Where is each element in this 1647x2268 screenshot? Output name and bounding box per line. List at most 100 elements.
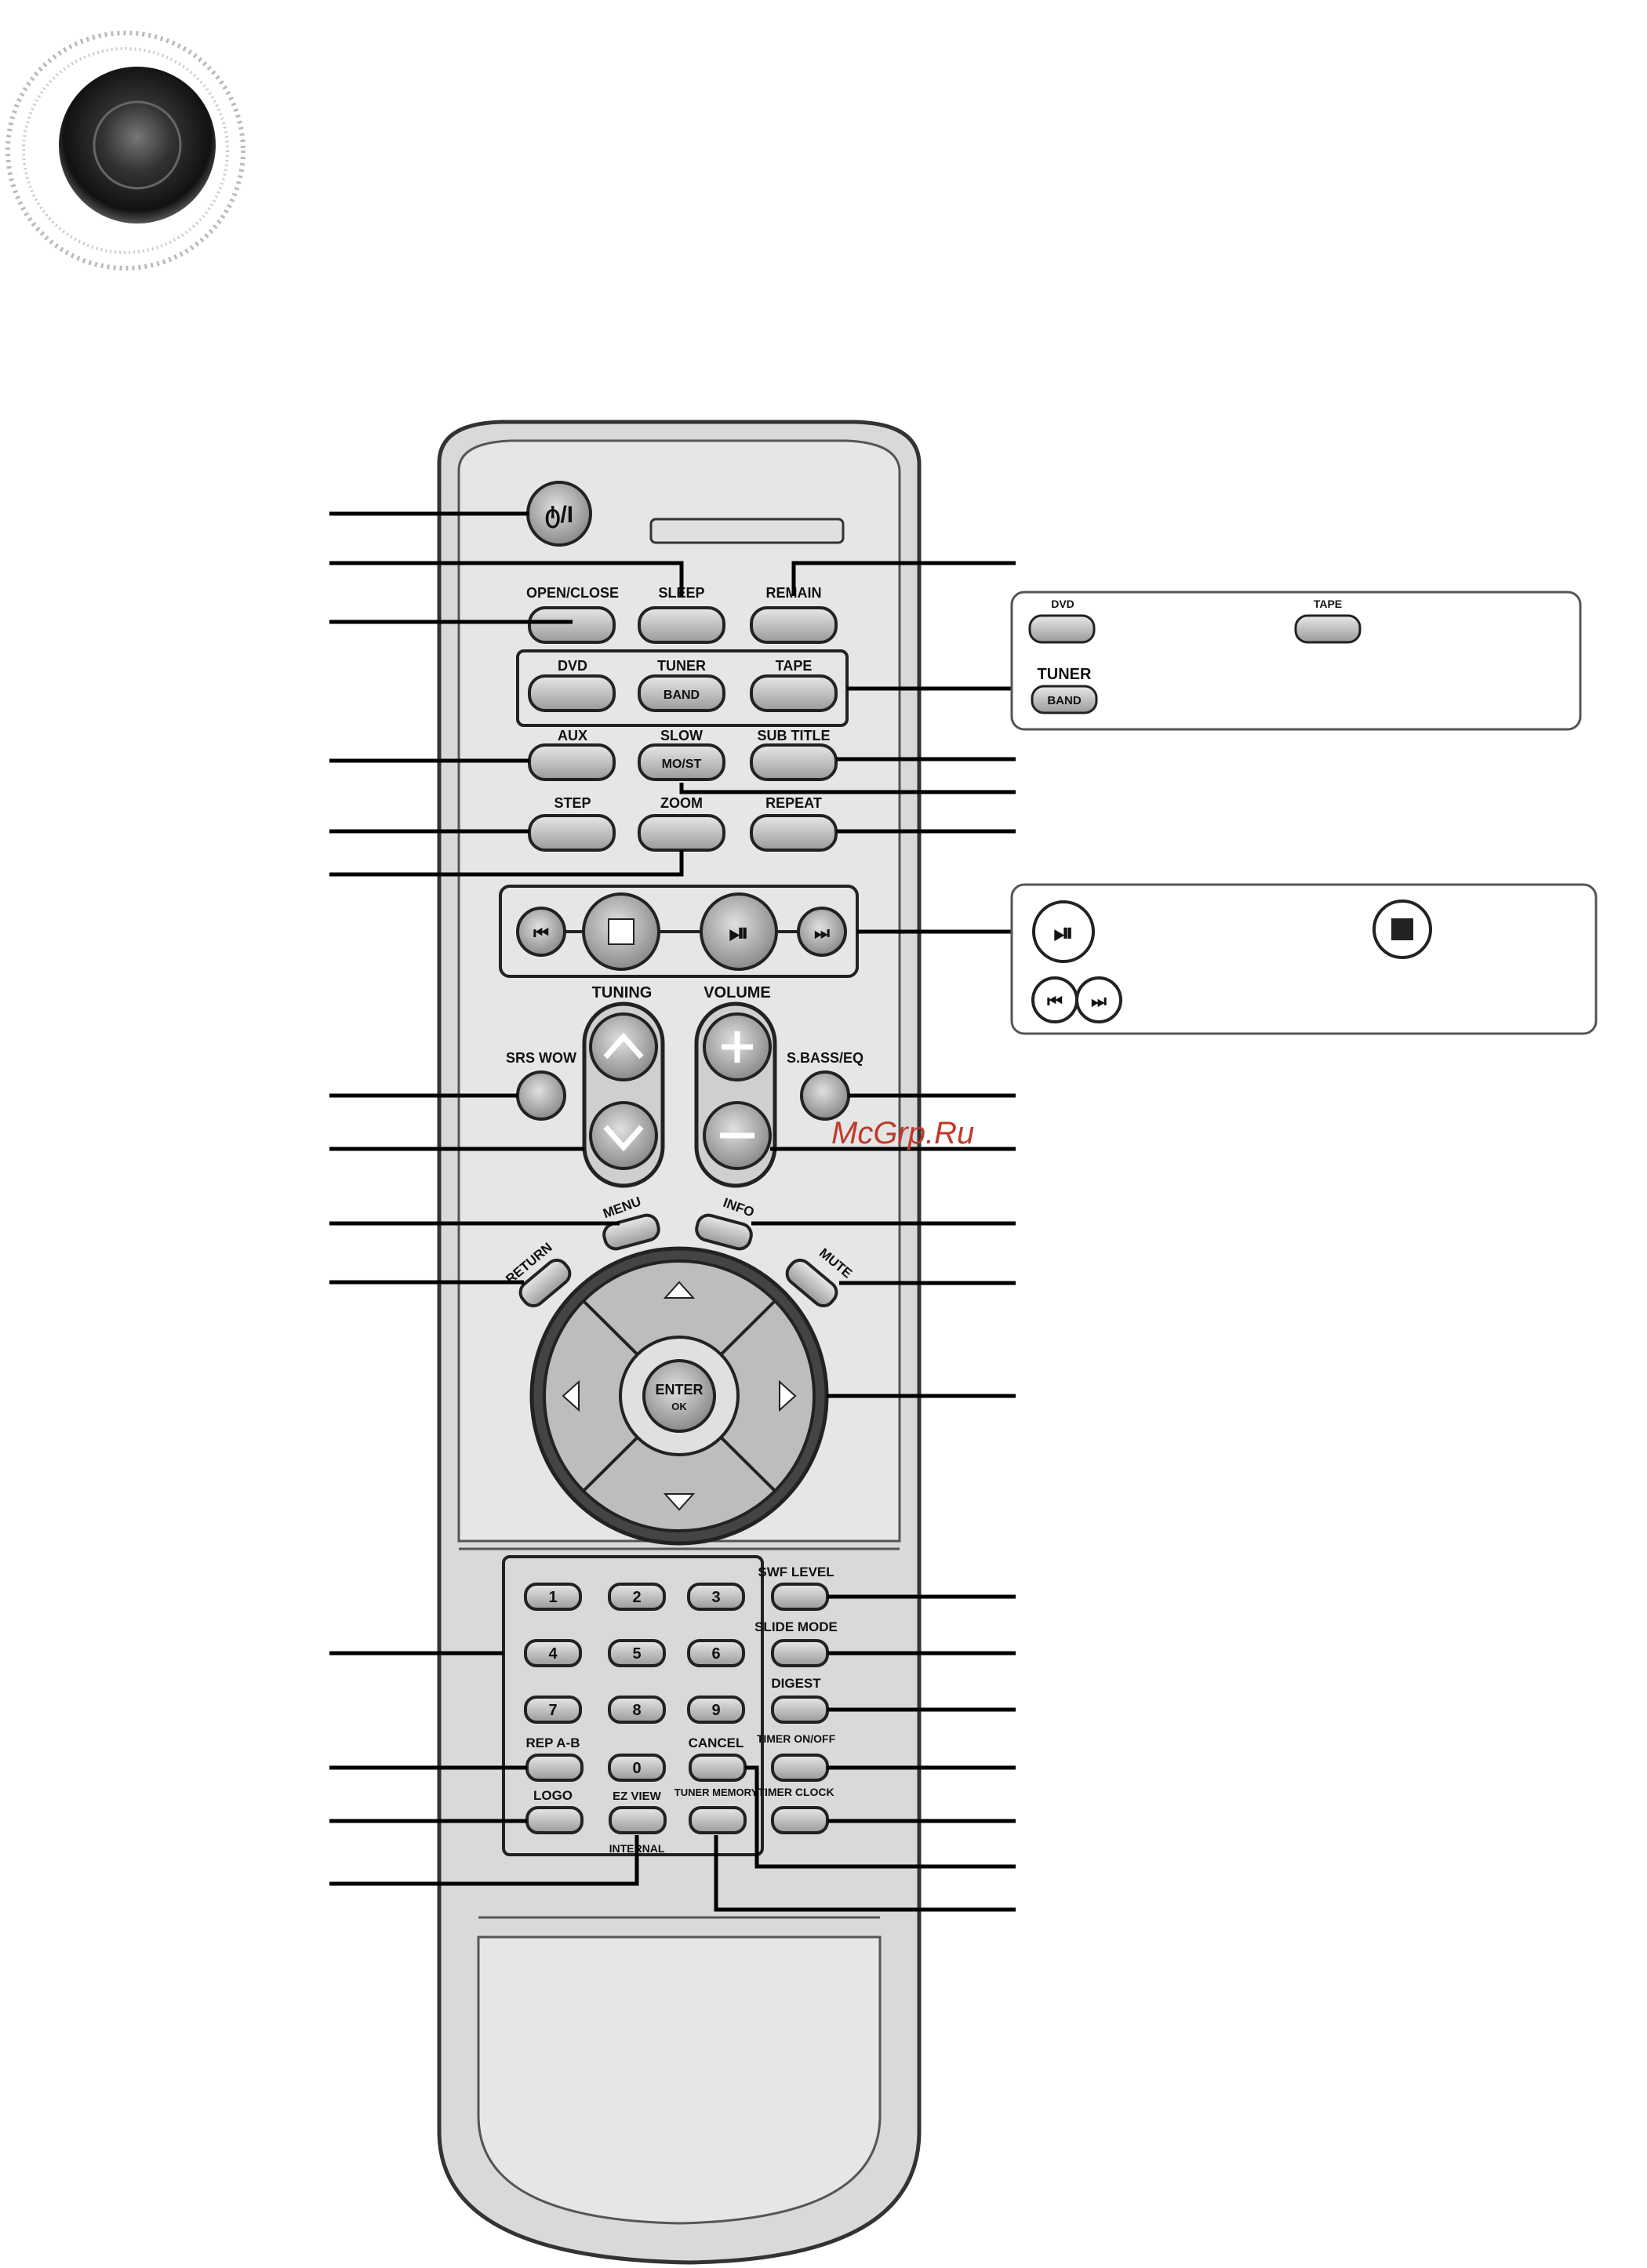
logo-button[interactable] (525, 1806, 584, 1834)
arrow-right-icon (779, 1379, 797, 1412)
sub-title-button[interactable] (750, 743, 838, 781)
digit-3-button[interactable]: 3 (687, 1583, 745, 1611)
digest-label: DIGEST (771, 1676, 821, 1691)
volume-up-button[interactable] (703, 1012, 772, 1081)
tuning-up-button[interactable] (589, 1012, 658, 1081)
digit-1-label: 1 (548, 1589, 557, 1606)
step-button[interactable] (528, 814, 616, 852)
step-label: STEP (554, 795, 591, 811)
slow-most-button[interactable] (638, 743, 725, 781)
zoom-label: ZOOM (660, 795, 703, 811)
repeat-label: REPEAT (765, 795, 822, 811)
timer-onoff-label: TIMER ON/OFF (757, 1732, 836, 1745)
chevron-up-icon (603, 1032, 644, 1059)
ez-view-button[interactable] (609, 1806, 667, 1834)
digit-5-button[interactable]: 5 (608, 1639, 666, 1667)
digit-6-button[interactable]: 6 (687, 1639, 745, 1667)
keypad-frame (502, 1555, 764, 1856)
callout-stop-icon (1391, 918, 1413, 940)
sub-title-label: SUB TITLE (758, 728, 831, 743)
speaker-logo-graphic (5, 31, 245, 271)
skip-back-button[interactable]: ⏮ (516, 907, 566, 957)
volume-down-button[interactable] (703, 1101, 772, 1170)
timer-onoff-button[interactable] (771, 1754, 829, 1782)
return-button[interactable] (516, 1256, 574, 1310)
digit-8-button[interactable]: 8 (608, 1696, 666, 1724)
digit-7-label: 7 (548, 1702, 557, 1719)
play-pause-button[interactable]: ⏯ (700, 892, 778, 971)
slide-mode-label: SLIDE MODE (754, 1619, 838, 1634)
tuner-label: TUNER (657, 658, 706, 674)
slow-label: SLOW (660, 728, 703, 743)
slide-mode-button[interactable] (771, 1639, 829, 1667)
open-close-label: OPEN/CLOSE (526, 585, 619, 601)
watermark-text: McGrp.Ru (831, 1116, 974, 1150)
srs-wow-button[interactable] (516, 1070, 566, 1121)
enter-button[interactable]: ENTER OK (619, 1336, 740, 1456)
mode-callout-box: DVD TAPE TUNER BAND (1010, 591, 1582, 731)
swf-level-button[interactable] (771, 1583, 829, 1611)
power-icon: ტ/I (545, 502, 573, 529)
cancel-button[interactable] (689, 1754, 747, 1782)
digit-4-label: 4 (548, 1645, 558, 1663)
nav-down-button[interactable] (663, 1493, 696, 1511)
info-button[interactable] (694, 1212, 754, 1251)
digit-0-button[interactable]: 0 (608, 1754, 666, 1782)
callout-tape-button (1294, 614, 1362, 644)
open-close-button[interactable] (528, 606, 616, 644)
rep-ab-label: REP A-B (526, 1736, 580, 1750)
digit-7-button[interactable]: 7 (524, 1696, 582, 1724)
rep-ab-button[interactable] (525, 1754, 584, 1782)
callout-play-pause-button (1032, 900, 1095, 963)
remain-button[interactable] (750, 606, 838, 644)
repeat-button[interactable] (750, 814, 838, 852)
digit-9-button[interactable]: 9 (687, 1696, 745, 1724)
callout-play-pause-icon: ⏯ (1053, 918, 1074, 947)
callout-dvd-button (1028, 614, 1096, 644)
digit-8-label: 8 (632, 1702, 641, 1719)
chevron-down-icon (603, 1125, 644, 1152)
digit-5-label: 5 (632, 1645, 641, 1663)
tuner-memory-button[interactable] (689, 1806, 747, 1834)
cancel-label: CANCEL (689, 1736, 744, 1750)
tuner-band-button[interactable] (638, 674, 725, 712)
plus-icon (722, 1031, 753, 1063)
nav-left-button[interactable] (562, 1379, 580, 1412)
dvd-label: DVD (558, 658, 587, 674)
aux-button[interactable] (528, 743, 616, 781)
sbass-eq-button[interactable] (800, 1070, 850, 1121)
volume-label: VOLUME (704, 984, 771, 1001)
sbass-eq-label: S.BASS/EQ (787, 1050, 863, 1066)
nav-up-button[interactable] (663, 1281, 696, 1299)
aux-label: AUX (558, 728, 587, 743)
nav-right-button[interactable] (779, 1379, 797, 1412)
callout-tuner-label: TUNER (1038, 666, 1092, 683)
tuning-down-button[interactable] (589, 1101, 658, 1170)
digit-2-button[interactable]: 2 (608, 1583, 666, 1611)
digest-button[interactable] (771, 1696, 829, 1724)
play-pause-icon: ⏯ (729, 918, 749, 947)
ez-view-label: EZ VIEW (613, 1790, 662, 1803)
stop-icon (608, 918, 634, 945)
dvd-button[interactable] (528, 674, 616, 712)
callout-band-label: BAND (1047, 694, 1081, 707)
srs-wow-label: SRS WOW (506, 1050, 576, 1066)
digit-0-label: 0 (632, 1760, 641, 1777)
enter-sub-label: OK (671, 1401, 687, 1412)
digit-9-label: 9 (711, 1702, 720, 1719)
digit-3-label: 3 (711, 1589, 720, 1606)
skip-forward-button[interactable]: ⏭ (797, 907, 847, 957)
sleep-button[interactable] (638, 606, 725, 644)
power-button[interactable]: ტ/I (526, 481, 592, 547)
digit-2-label: 2 (632, 1589, 641, 1606)
digit-4-button[interactable]: 4 (524, 1639, 582, 1667)
digit-1-button[interactable]: 1 (524, 1583, 582, 1611)
skip-forward-icon: ⏭ (814, 923, 830, 943)
tape-button[interactable] (750, 674, 838, 712)
stop-button[interactable] (582, 892, 660, 971)
timer-clock-button[interactable] (771, 1806, 829, 1834)
zoom-button[interactable] (638, 814, 725, 852)
mute-button[interactable] (783, 1256, 841, 1310)
tape-label: TAPE (776, 658, 813, 674)
